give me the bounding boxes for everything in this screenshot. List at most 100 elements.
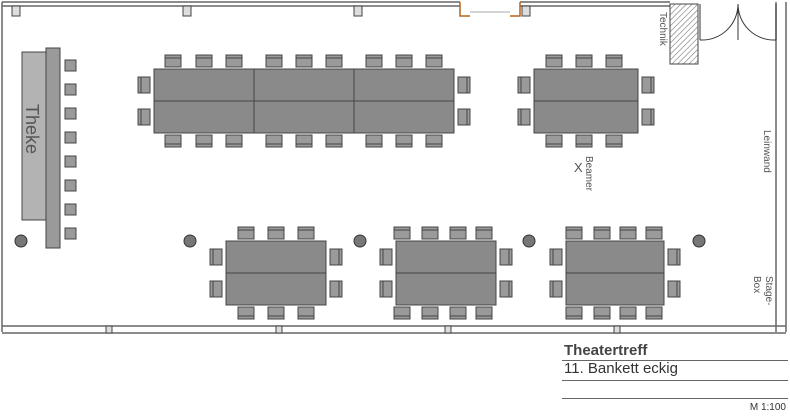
chair-icon [517,76,531,94]
walls [1,1,787,334]
table [153,68,255,102]
chair-icon [237,306,255,320]
bar-stool [64,227,77,240]
chair-icon [425,54,443,68]
chair-icon [641,108,655,126]
chair-icon [499,280,513,298]
bar-stool [64,131,77,144]
chair-icon [295,54,313,68]
chair-icon [619,306,637,320]
chair-icon [575,134,593,148]
chair-icon [593,306,611,320]
chair-icon [421,306,439,320]
chair-icon [605,134,623,148]
chair-icon [325,54,343,68]
table [353,100,455,134]
bar-stool [64,203,77,216]
chair-icon [225,54,243,68]
chair-icon [265,134,283,148]
chair-icon [267,306,285,320]
technik-label: Technik [657,12,668,47]
beamer-mark: X [574,160,583,175]
chair-icon [137,76,151,94]
table-group [209,226,343,320]
chair-icon [164,54,182,68]
chair-icon [379,248,393,266]
chair-icon [575,54,593,68]
wall-pillars-top [11,5,531,17]
bar-stool [64,107,77,120]
chair-icon [265,54,283,68]
chair-icon [365,54,383,68]
bar-stool [64,83,77,96]
table-group [549,226,681,320]
bar-label: Theke [22,104,42,154]
bar-counter [21,47,61,249]
chair-icon [195,54,213,68]
beamer-label: Beamer [583,156,594,192]
table-group [517,54,655,148]
table [395,272,497,306]
chair-icon [565,226,583,240]
chair-icon [393,306,411,320]
title-divider [562,360,788,361]
bar-stool [64,59,77,72]
table [225,240,327,274]
venue-title: Theatertreff [564,342,648,359]
chair-icon [619,226,637,240]
chair-icon [449,306,467,320]
chair-icon [549,248,563,266]
chair-icon [393,226,411,240]
column-icon [692,234,706,248]
layout-name: 11. Bankett eckig [564,360,678,377]
chair-icon [329,248,343,266]
chair-icon [421,226,439,240]
chair-icon [195,134,213,148]
chair-icon [565,306,583,320]
chair-icon [641,76,655,94]
column-icon [353,234,367,248]
chair-icon [329,280,343,298]
stage-box-label-2: Box [751,276,762,293]
columns [14,234,706,248]
chair-icon [395,54,413,68]
column-icon [522,234,536,248]
chair-icon [645,306,663,320]
chair-icon [325,134,343,148]
chair-icon [605,54,623,68]
bar-stool [64,179,77,192]
chair-icon [297,306,315,320]
chair-icon [449,226,467,240]
chair-icon [457,76,471,94]
chair-icon [395,134,413,148]
chair-icon [667,280,681,298]
chair-icon [237,226,255,240]
chair-icon [164,134,182,148]
screen-label: Leinwand [761,130,772,173]
bar-stool [64,155,77,168]
chair-icon [549,280,563,298]
chair-icon [267,226,285,240]
chair-icon [225,134,243,148]
chair-icon [365,134,383,148]
table [565,272,665,306]
chair-icon [517,108,531,126]
wall-pillars-bottom [105,325,621,334]
chair-icon [593,226,611,240]
bar-stools [64,59,77,240]
chair-icon [475,306,493,320]
table [533,100,639,134]
column-icon [14,234,28,248]
door-icon [699,3,777,41]
technik-room [669,3,699,65]
table [353,68,455,102]
chair-icon [457,108,471,126]
table [253,68,355,102]
stage-box-label-1: Stage- [763,276,774,305]
tables [137,54,681,320]
scale-divider [562,398,788,399]
chair-icon [209,280,223,298]
table [253,100,355,134]
table-group [137,54,471,148]
